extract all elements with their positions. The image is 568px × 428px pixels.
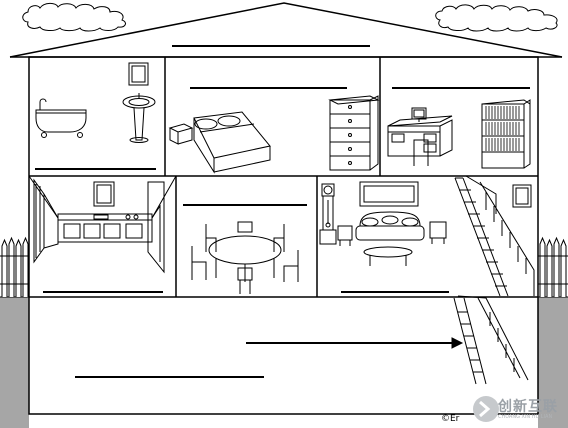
fence-right — [538, 236, 568, 297]
basement-arrow-head — [451, 337, 464, 349]
ground-left — [0, 297, 29, 428]
copyright-credit: ©Er — [441, 414, 460, 424]
ground-right — [538, 297, 568, 428]
sink-icon — [122, 93, 156, 143]
nightstand-icon — [168, 123, 194, 145]
coffee-table-icon — [363, 246, 413, 266]
kitchen — [28, 175, 177, 293]
dresser-icon — [328, 95, 380, 171]
staircase-upper — [454, 175, 535, 297]
watermark-text: 创新互联 — [498, 399, 558, 415]
dining-chairs — [191, 221, 299, 294]
living-room — [319, 181, 449, 293]
cloud-right — [435, 4, 558, 32]
staircase-lower — [453, 295, 529, 385]
house-wall — [28, 56, 539, 415]
stairwell-picture — [512, 184, 532, 208]
roof — [9, 2, 563, 58]
fence-left — [0, 236, 29, 297]
desk-chair-icon — [413, 139, 429, 166]
armchair-left-icon — [337, 225, 353, 246]
bedroom — [168, 87, 380, 174]
kitchen-cabinets — [33, 178, 165, 274]
grandfather-clock-icon — [319, 183, 337, 245]
living-room-picture — [359, 181, 419, 207]
sofa-icon — [355, 211, 425, 241]
watermark-subtext: CHUANG XIN HU LIAN — [498, 414, 553, 420]
bathroom — [35, 62, 156, 170]
bookcase-icon — [481, 99, 531, 169]
computer-icon — [411, 107, 427, 122]
kitchen-window — [93, 181, 115, 207]
study — [387, 87, 531, 169]
bathtub-icon — [35, 98, 87, 138]
dining-room — [183, 204, 307, 294]
armchair-right-icon — [429, 221, 447, 244]
desk-icon — [387, 115, 453, 157]
dining-table-icon — [208, 235, 282, 282]
watermark-logo-icon — [473, 396, 499, 422]
bed-icon — [193, 111, 271, 174]
bathroom-mirror — [128, 62, 149, 86]
basement — [75, 337, 464, 378]
cloud-left — [22, 2, 126, 32]
